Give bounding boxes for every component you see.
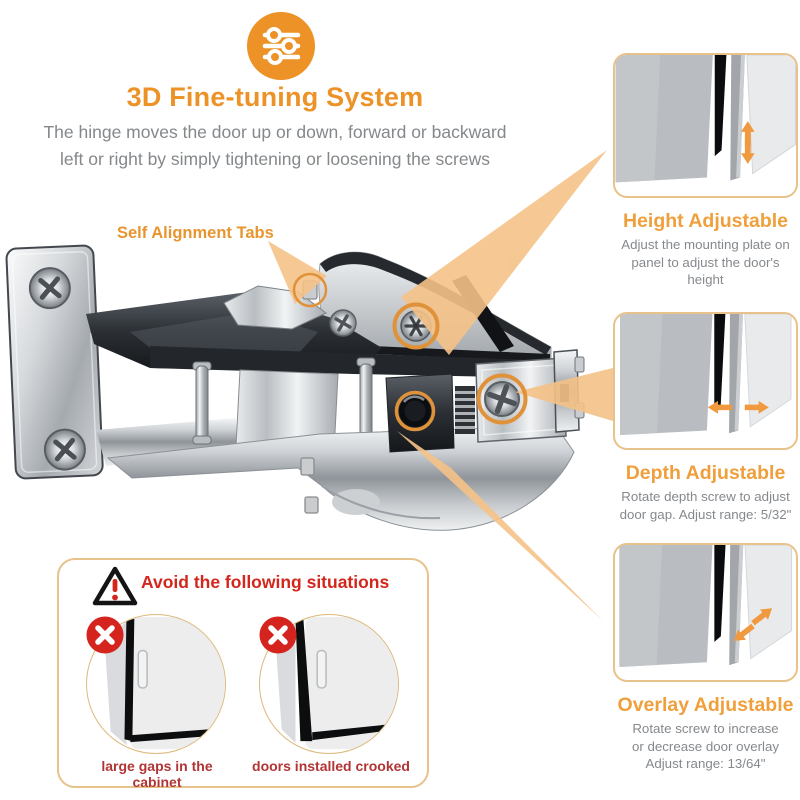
panel-title: Depth Adjustable [625, 462, 786, 484]
depth-beam [515, 368, 613, 421]
panel-title: Height Adjustable [622, 210, 789, 232]
door-handle [316, 649, 327, 689]
height-beam [401, 150, 607, 355]
self-alignment-tab [300, 457, 315, 476]
tabs-beam [268, 241, 327, 304]
panel-desc-line: or decrease door overlay [631, 738, 780, 754]
overlay-adjustable-panel: Overlay Adjustable Rotate screw to incre… [613, 543, 798, 773]
depth-illustration [613, 312, 798, 450]
panel-desc-line: panel to adjust the door's height [631, 254, 780, 288]
tuning-sliders-icon [247, 12, 315, 80]
overlay-beam [397, 431, 603, 621]
panel-desc-line: door gap. Adjust range: 5/32" [619, 506, 792, 522]
depth-arrows [707, 400, 769, 414]
panel-desc-line: Rotate depth screw to adjust [621, 489, 790, 504]
plate-screw-top [28, 267, 71, 310]
avoid-box: Avoid the following situations large gap… [57, 558, 429, 790]
crooked-door-illustration [259, 614, 399, 754]
subtitle-line: left or right by simply tightening or lo… [60, 149, 490, 169]
x-mark-icon [259, 616, 297, 654]
height-screw-circle [392, 302, 440, 350]
self-alignment-tab [304, 496, 319, 514]
depth-adjustable-panel: Depth Adjustable Rotate depth screw to a… [613, 312, 798, 523]
panel-desc-line: Adjust the mounting plate on [621, 237, 790, 252]
flag-screw-small [329, 309, 357, 337]
panel-desc-line: Rotate screw to increase [632, 721, 779, 736]
avoid-caption: doors installed crooked [252, 758, 410, 774]
door-handle [137, 649, 148, 689]
warning-triangle-icon [92, 566, 138, 606]
mounting-plate [5, 244, 104, 480]
overlay-screw [484, 381, 520, 417]
depth-screw-circle [394, 390, 436, 432]
height-adjustable-panel: Height Adjustable Adjust the mounting pl… [613, 53, 798, 289]
page-title: 3D Fine-tuning System [126, 82, 424, 112]
avoid-caption: large gaps in the cabinet [101, 758, 213, 790]
pivot-pin [192, 361, 212, 445]
height-arrows [740, 121, 755, 164]
plate-screw-bottom [43, 428, 86, 471]
overlay-screw-circle [476, 373, 528, 425]
panel-desc-line: Adjust range: 13/64" [645, 756, 766, 771]
avoid-title: Avoid the following situations [141, 572, 390, 592]
hinge-body [5, 244, 585, 531]
cabinet-gap-illustration [86, 614, 226, 754]
page-subtitle: The hinge moves the door up or down, for… [0, 119, 550, 173]
subtitle-line: The hinge moves the door up or down, for… [43, 122, 507, 142]
overlay-arrows [733, 608, 773, 641]
x-mark-icon [86, 616, 124, 654]
self-alignment-tabs-label: Self Alignment Tabs [117, 224, 274, 242]
overlay-illustration [613, 543, 798, 682]
panel-title: Overlay Adjustable [617, 694, 794, 716]
height-illustration [613, 53, 798, 198]
pointer-beams [268, 150, 613, 621]
self-alignment-tab-circle [292, 272, 328, 308]
